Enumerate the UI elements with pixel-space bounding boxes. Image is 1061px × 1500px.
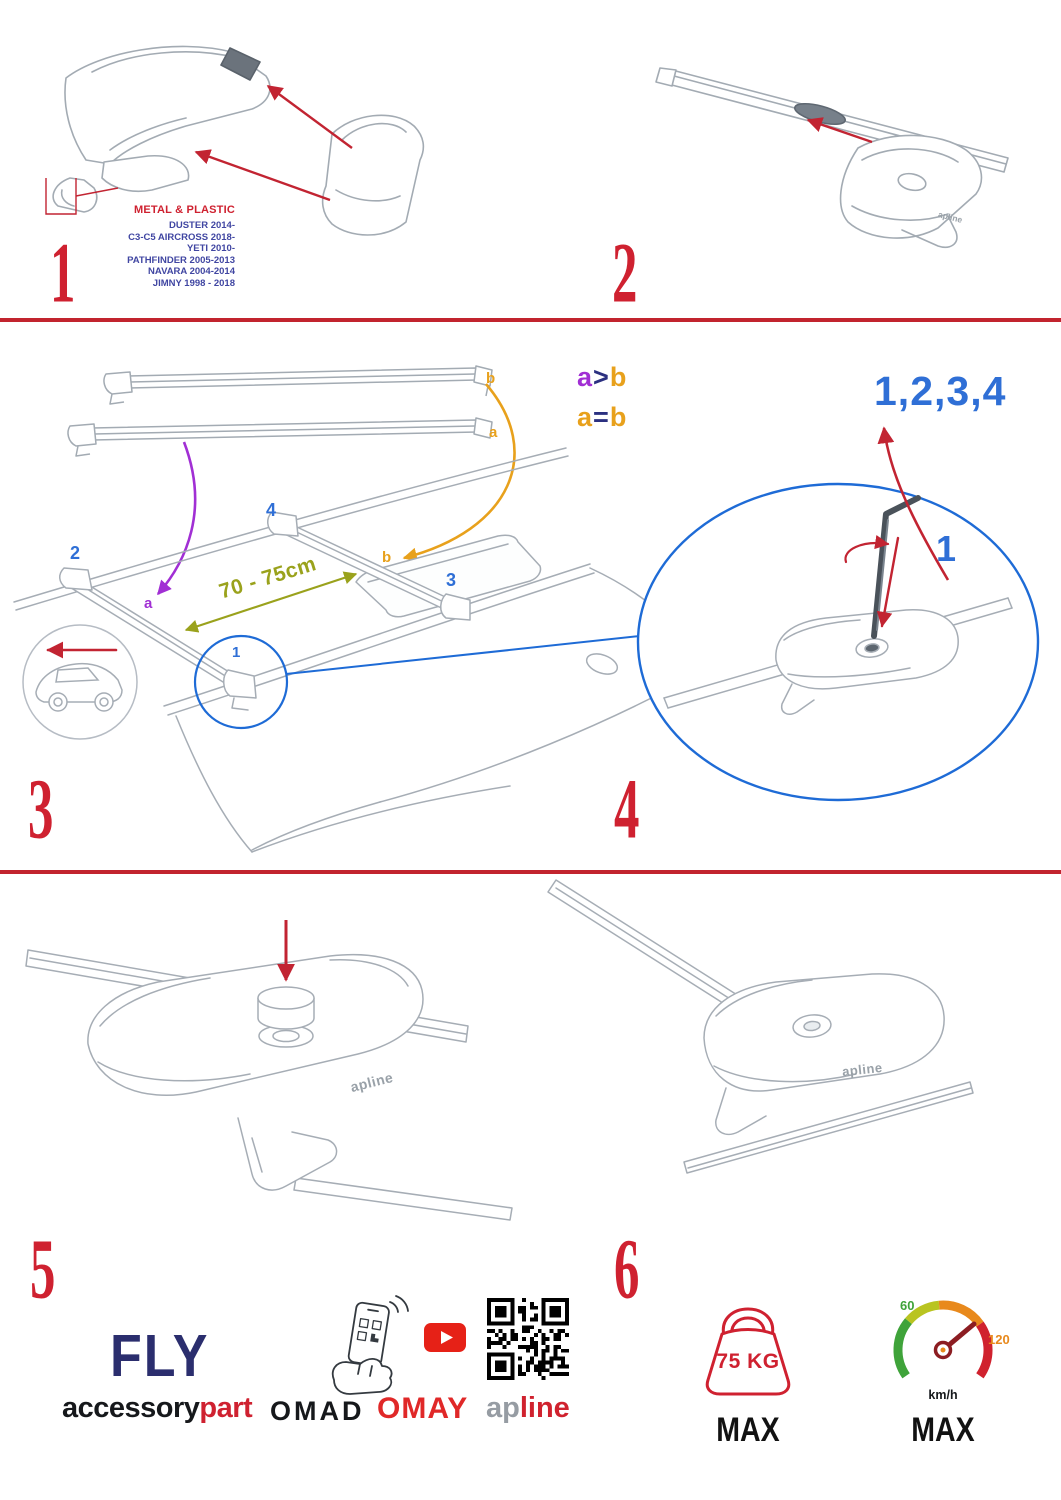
detail-connector-line (285, 635, 641, 675)
rule-a-gt-b: a>b (577, 362, 627, 393)
speed-limit-max: MAX (911, 1410, 975, 1449)
speed-unit: km/h (928, 1388, 958, 1402)
step5-number: 5 (30, 1220, 56, 1317)
youtube-icon (424, 1323, 466, 1352)
product-name: FLY (110, 1323, 210, 1390)
rotate-arrow (844, 534, 890, 564)
weight-limit-max: MAX (716, 1410, 780, 1449)
rule-a-eq-b: a=b (577, 402, 627, 433)
brand-omay: OMAY (377, 1392, 469, 1425)
model-list: DUSTER 2014- C3-C5 AIRCROSS 2018- YETI 2… (100, 220, 235, 289)
model-item: JIMNY 1998 - 2018 (152, 277, 235, 289)
material-label: METAL & PLASTIC (134, 204, 235, 216)
model-item: C3-C5 AIRCROSS 2018- (128, 231, 235, 243)
tighten-first: 1 (936, 528, 957, 569)
model-item: YETI 2010- (186, 243, 235, 254)
rule2-a: a (577, 402, 594, 432)
step6-number: 6 (614, 1220, 640, 1317)
sequence-arrow (877, 426, 950, 581)
tighten-arrow (876, 536, 900, 628)
brand-apline: apline (486, 1392, 570, 1425)
speed-tick-low: 60 (900, 1298, 915, 1313)
car-roof-illustration (13, 447, 709, 853)
crossbar-a-illustration (67, 417, 493, 457)
rule2-b: b (609, 402, 628, 432)
brand-apline-suffix: line (519, 1392, 570, 1424)
step1-arrows (45, 85, 353, 215)
step4-number: 4 (614, 760, 640, 857)
step1-number: 1 (50, 224, 76, 321)
tighten-sequence: 1,2,3,4 (874, 368, 1007, 414)
weight-limit-value: 75 KG (716, 1350, 780, 1373)
step3-step4-artwork (13, 365, 1040, 853)
crossbar-b-illustration (103, 365, 493, 405)
rule2-op: = (593, 402, 610, 432)
guide-curve-b (402, 383, 516, 562)
roof-pos-1: 1 (232, 644, 241, 661)
car-direction-inset (22, 624, 138, 740)
weight-limit-icon (705, 1307, 791, 1396)
rule1-op: > (593, 362, 610, 392)
step1-text-block: METAL & PLASTIC DUSTER 2014- C3-C5 AIRCR… (100, 204, 235, 289)
step2-crossbar-illustration (655, 67, 1009, 248)
section-divider (0, 318, 1061, 322)
foot1-highlight-circle (193, 634, 289, 730)
brand-omad: OMAD (270, 1396, 365, 1426)
roof-pos-4: 4 (266, 500, 277, 520)
brand-accessory: accessory (62, 1392, 200, 1424)
speed-tick-high: 120 (988, 1332, 1010, 1347)
step1-step2-artwork (45, 45, 1009, 248)
rule1-a: a (577, 362, 594, 392)
step3-number: 3 (28, 760, 54, 857)
brand-apline-prefix: ap (486, 1392, 520, 1424)
scan-qr-phone-icon (331, 1295, 409, 1395)
qr-code (487, 1298, 569, 1380)
section-divider (0, 870, 1061, 874)
rule1-b: b (609, 362, 628, 392)
model-item: NAVARA 2004-2014 (148, 266, 235, 277)
roof-label-a: a (144, 595, 153, 612)
step2-number: 2 (612, 224, 638, 321)
step6-foot-illustration (547, 879, 974, 1174)
bar-label-b: b (486, 370, 496, 387)
distance-arrow (184, 571, 358, 633)
guide-curve-a (157, 441, 197, 596)
roof-pos-3: 3 (446, 570, 457, 590)
model-item: PATHFINDER 2005-2013 (127, 254, 235, 266)
model-item: DUSTER 2014- (169, 220, 235, 231)
brand-accessorypart: accessorypart (62, 1392, 253, 1425)
step5-foot-illustration (25, 949, 513, 1221)
step4-detail-illustration (636, 482, 1040, 802)
speed-limit-icon (893, 1300, 993, 1379)
roof-label-b: b (382, 549, 392, 566)
step5-step6-artwork (25, 879, 974, 1221)
step2-arrow (806, 117, 873, 144)
bar-label-a: a (489, 424, 498, 441)
brand-part: part (199, 1392, 253, 1424)
roof-pos-2: 2 (70, 543, 81, 563)
